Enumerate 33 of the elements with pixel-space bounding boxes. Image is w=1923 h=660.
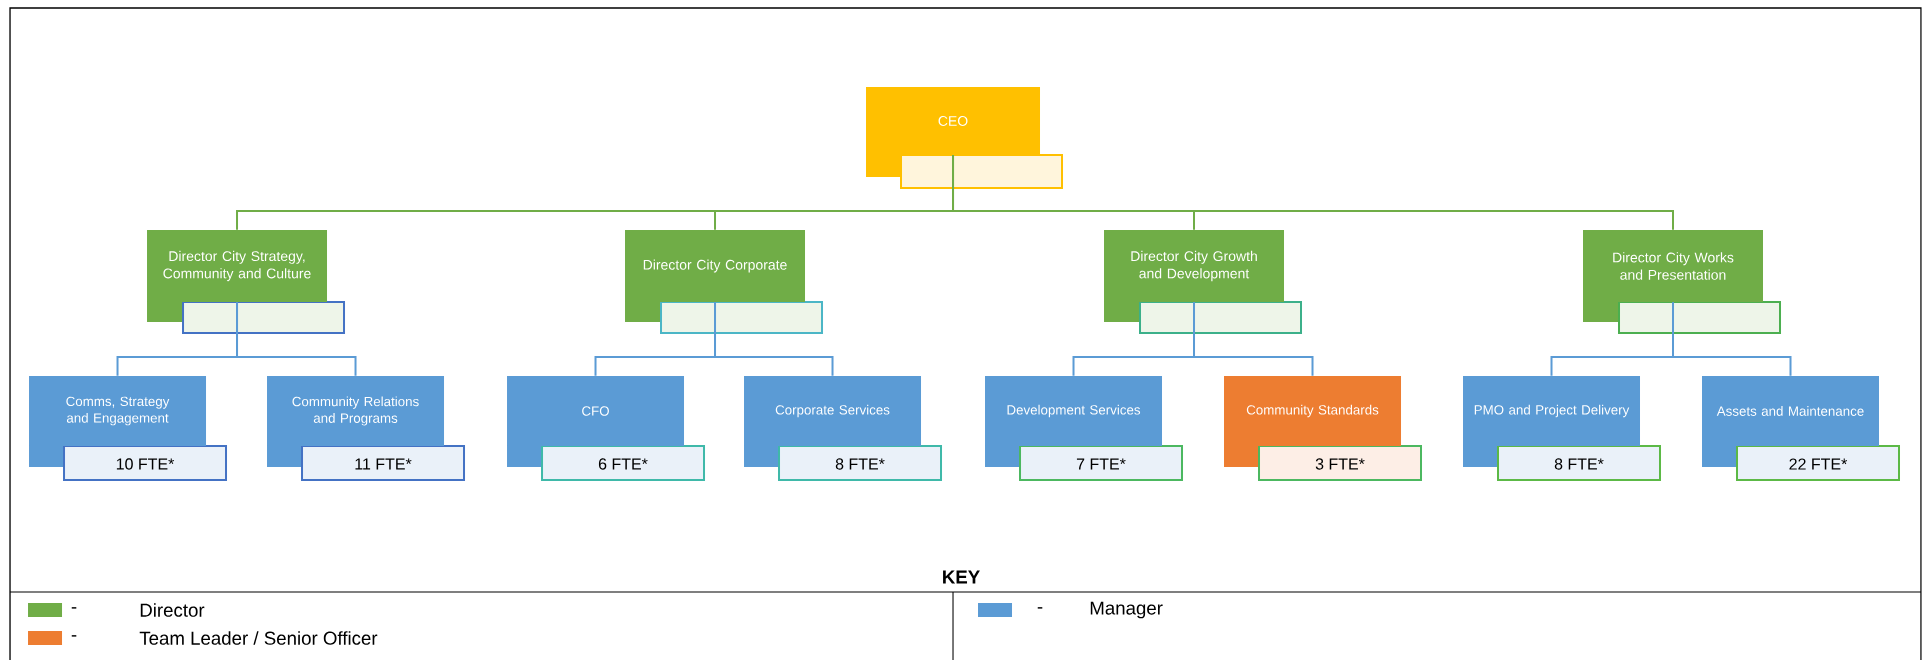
legend-text: Manager <box>1090 601 1163 619</box>
role-box: Community Standards 3 FTE* <box>1224 376 1422 481</box>
node-label: 11 FTE* <box>355 458 412 470</box>
connector-line <box>1193 301 1314 377</box>
role-box: Corporate Services 8 FTE* <box>744 376 942 481</box>
role-box: PMO and Project Delivery 8 FTE* <box>1463 376 1661 481</box>
node-label: 8 FTE* <box>835 458 885 470</box>
key-heading: KEY <box>943 570 980 584</box>
node-label: 8 FTE* <box>1554 458 1604 470</box>
role-box: CEO <box>866 87 1063 189</box>
role-box: Community Relations and Programs 11 FTE* <box>267 376 465 481</box>
legend-dash: - <box>71 635 77 637</box>
node-label: 3 FTE* <box>1315 458 1365 470</box>
connector-line <box>1672 301 1792 377</box>
legend-dash: - <box>71 607 77 609</box>
role-box: Director City Corporate <box>625 230 823 334</box>
role-box: Director City Strategy, Community and Culture <box>147 230 345 334</box>
legend-dash: - <box>1037 607 1043 609</box>
role-box: Development Services 7 FTE* <box>985 376 1183 481</box>
legend-text: Director <box>140 603 205 617</box>
node-label: 10 FTE* <box>116 458 175 470</box>
legend-text: Team Leader / Senior Officer <box>139 631 378 645</box>
node-label: 6 FTE* <box>598 458 648 470</box>
connector-line <box>236 301 357 377</box>
connector-line <box>952 154 1674 231</box>
connector-line <box>714 301 834 377</box>
role-box: Director City Works and Presentation <box>1583 230 1781 334</box>
node-label: 7 FTE* <box>1076 458 1126 470</box>
role-box: Comms, Strategy and Engagement 10 FTE* <box>29 376 227 481</box>
role-box: CFO 6 FTE* <box>507 376 705 481</box>
role-box: Assets and Maintenance 22 FTE* <box>1702 376 1900 481</box>
node-label: 22 FTE* <box>1789 458 1848 470</box>
role-box: Director City Growth and Development <box>1104 230 1302 334</box>
